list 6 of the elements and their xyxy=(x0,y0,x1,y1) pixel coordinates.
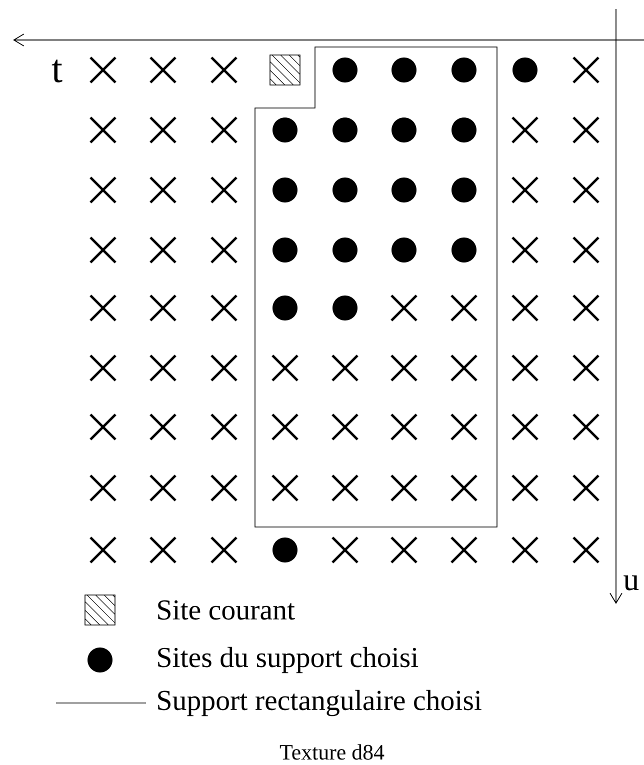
legend-text: Site courant xyxy=(158,600,295,620)
caption: Texture d84 xyxy=(280,744,384,760)
legend-text: Sites du support choisi xyxy=(158,646,418,674)
axis-label: t xyxy=(52,60,62,82)
axis-label: u xyxy=(624,575,639,590)
legend-text: Support rectangulaire choisi xyxy=(158,690,482,716)
